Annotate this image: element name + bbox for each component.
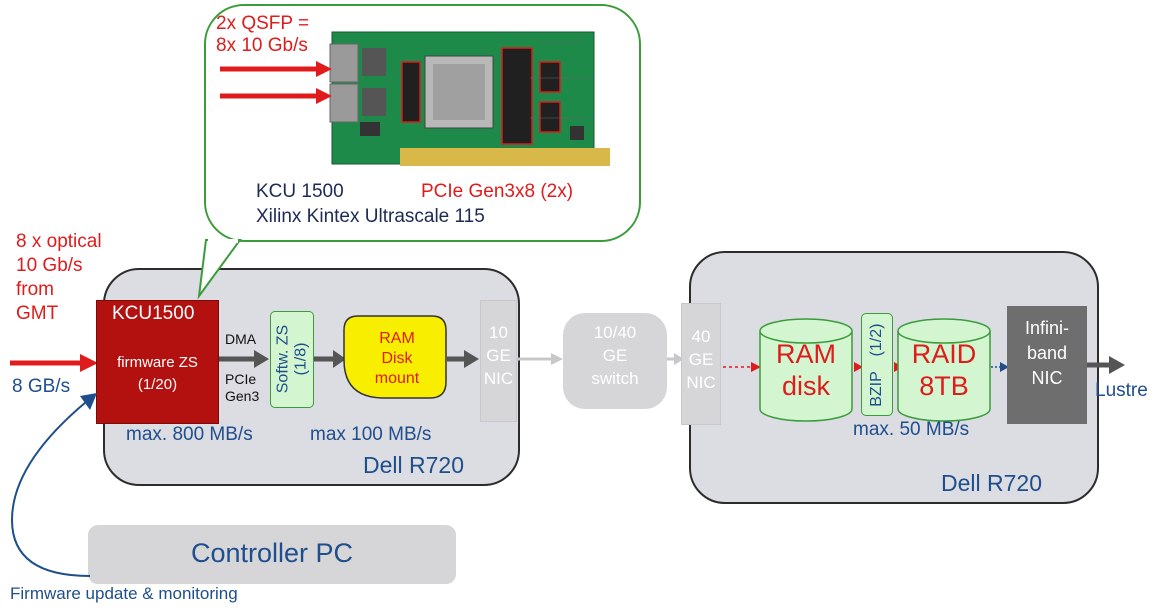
switch-line-1: 10/40 <box>593 323 637 342</box>
infiniband-line-3: NIC <box>1031 368 1063 388</box>
optical-line-4: GMT <box>16 303 59 324</box>
nic-40ge-line-3: NIC <box>686 373 716 392</box>
input-arrow <box>10 354 98 372</box>
software-zs-ratio: (1/8) <box>292 342 310 376</box>
optical-line-2: 10 Gb/s <box>16 255 83 276</box>
pcie-gen-label-2: Gen3 <box>225 388 260 404</box>
kcu1500-title: KCU1500 <box>112 303 195 324</box>
nic-to-ramdisk-arrow <box>723 362 761 372</box>
bzip-box <box>861 313 893 416</box>
zs-to-ram-arrow <box>314 350 346 368</box>
nic-to-switch-arrow <box>517 353 563 365</box>
qsfp-label-2: 8x 10 Gb/s <box>216 35 308 56</box>
qsfp-label-1: 2x QSFP = <box>216 13 310 34</box>
raid-line-2: 8TB <box>919 371 969 401</box>
kcu1500-ratio: (1/20) <box>137 376 178 393</box>
bzip-label: BZIP <box>868 371 885 407</box>
nic-10ge-line-2: GE <box>486 346 511 365</box>
infiniband-line-1: Infini- <box>1024 318 1069 338</box>
ram-disk-mount-line-3: mount <box>374 370 420 387</box>
ram-disk-mount-line-1: RAM <box>379 330 415 347</box>
switch-box <box>563 313 667 409</box>
nic-10ge-line-1: 10 <box>489 323 508 342</box>
controller-caption: Firmware update & monitoring <box>10 584 238 603</box>
ramdisk-to-bzip-arrow <box>854 362 863 372</box>
lustre-arrow <box>1087 356 1125 374</box>
ram-disk-mount-shape <box>343 315 447 399</box>
optical-line-1: 8 x optical <box>16 231 102 252</box>
ram-to-nic-arrow <box>447 350 479 368</box>
raid-line-1: RAID <box>911 339 977 369</box>
server-2-label: Dell R720 <box>941 470 1042 496</box>
nic-10ge-line-3: NIC <box>483 369 514 388</box>
dma-label: DMA <box>225 331 257 347</box>
kcu1500-firmware: firmware ZS <box>117 354 198 371</box>
board-name: KCU 1500 <box>256 181 344 202</box>
infiniband-nic-box <box>1007 306 1087 424</box>
controller-pc-label: Controller PC <box>190 538 354 568</box>
ram-disk-mount-line-2: Disk <box>381 350 413 367</box>
ram-disk-line-1: RAM <box>776 339 836 369</box>
switch-line-3: switch <box>591 369 639 388</box>
kcu1500-box <box>96 300 219 424</box>
nic-40ge-line-2: GE <box>688 350 714 369</box>
board-description: Xilinx Kintex Ultrascale 115 <box>256 206 485 227</box>
max-800-label: max. 800 MB/s <box>126 424 253 445</box>
software-zs-box <box>270 311 314 408</box>
controller-pc-box <box>88 525 456 584</box>
ram-disk-line-2: disk <box>781 371 830 401</box>
pcie-label: PCIe Gen3x8 (2x) <box>421 181 574 202</box>
input-rate: 8 GB/s <box>12 376 71 397</box>
dma-arrow <box>219 350 269 368</box>
server-1-label: Dell R720 <box>363 452 464 478</box>
pcie-gen-label-1: PCIe <box>225 371 257 387</box>
nic-40ge-box <box>681 303 721 425</box>
controller-arrow <box>10 393 97 577</box>
switch-line-2: GE <box>602 346 628 365</box>
optical-line-3: from <box>16 279 54 300</box>
callout-tail <box>197 239 242 300</box>
lustre-label: Lustre <box>1095 380 1148 401</box>
raid-to-ib-arrow <box>991 362 1009 372</box>
infiniband-line-2: band <box>1026 343 1068 363</box>
nic-40ge-line-1: 40 <box>691 327 711 346</box>
nic-10ge-box <box>480 300 517 422</box>
qsfp-arrows <box>220 61 332 104</box>
max-100-label: max 100 MB/s <box>310 424 432 445</box>
raid-cylinder <box>897 318 991 422</box>
bzip-ratio: (1/2) <box>868 323 885 357</box>
kcu1500-board-image <box>329 31 610 166</box>
switch-to-nic-arrow <box>667 353 684 365</box>
software-zs-label: Softw. ZS <box>274 324 292 394</box>
ram-disk-cylinder <box>759 318 853 422</box>
max-50-label: max. 50 MB/s <box>853 419 970 440</box>
